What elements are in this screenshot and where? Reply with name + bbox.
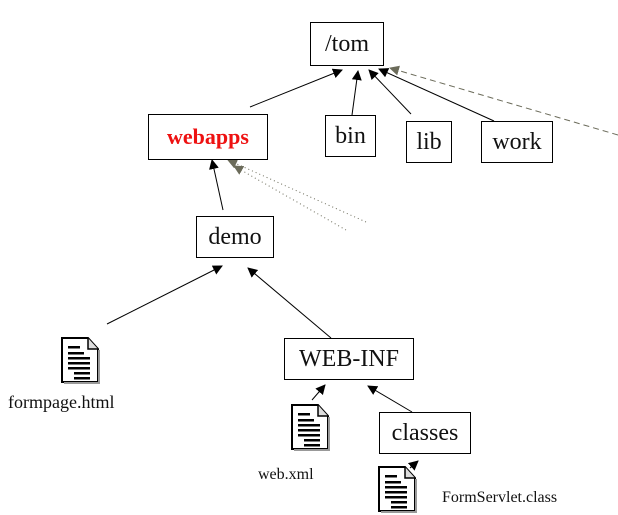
node-webinf[interactable]: WEB-INF — [284, 338, 414, 380]
edge-dotted2-webapps — [233, 165, 347, 231]
node-work-label: work — [492, 128, 542, 155]
node-lib[interactable]: lib — [406, 121, 452, 163]
document-icon[interactable] — [290, 403, 330, 451]
edge-work-tom — [378, 68, 495, 122]
node-tom-label: /tom — [324, 30, 369, 57]
node-webinf-label: WEB-INF — [299, 345, 399, 372]
node-webapps[interactable]: webapps — [148, 114, 268, 160]
file-formservlet-label: FormServlet.class — [442, 489, 558, 506]
edge-demo-webapps — [209, 159, 224, 211]
edge-bin-tom — [351, 70, 362, 116]
node-bin[interactable]: bin — [325, 115, 376, 157]
node-classes[interactable]: classes — [379, 412, 471, 454]
node-webapps-label: webapps — [167, 124, 249, 149]
node-demo-label: demo — [208, 223, 262, 250]
node-work[interactable]: work — [481, 121, 553, 163]
node-demo[interactable]: demo — [196, 216, 274, 258]
node-tom[interactable]: /tom — [310, 22, 384, 66]
edge-webinf-demo — [247, 267, 332, 339]
edge-classes-webinf — [367, 385, 413, 413]
node-lib-label: lib — [416, 128, 442, 155]
edge-webapps-tom — [249, 68, 343, 108]
file-webxml-label: web.xml — [258, 466, 314, 483]
edge-webxml-webinf — [311, 384, 326, 401]
node-bin-label: bin — [335, 122, 366, 149]
file-formpage-label: formpage.html — [8, 392, 115, 412]
document-icon[interactable] — [60, 336, 100, 384]
document-icon[interactable] — [377, 465, 417, 513]
edge-formservlet-classes — [407, 460, 419, 471]
node-classes-label: classes — [391, 419, 459, 446]
edge-lib-tom — [368, 69, 412, 115]
edge-formpage-demo — [106, 265, 223, 325]
edge-dotted1-webapps — [227, 159, 367, 223]
